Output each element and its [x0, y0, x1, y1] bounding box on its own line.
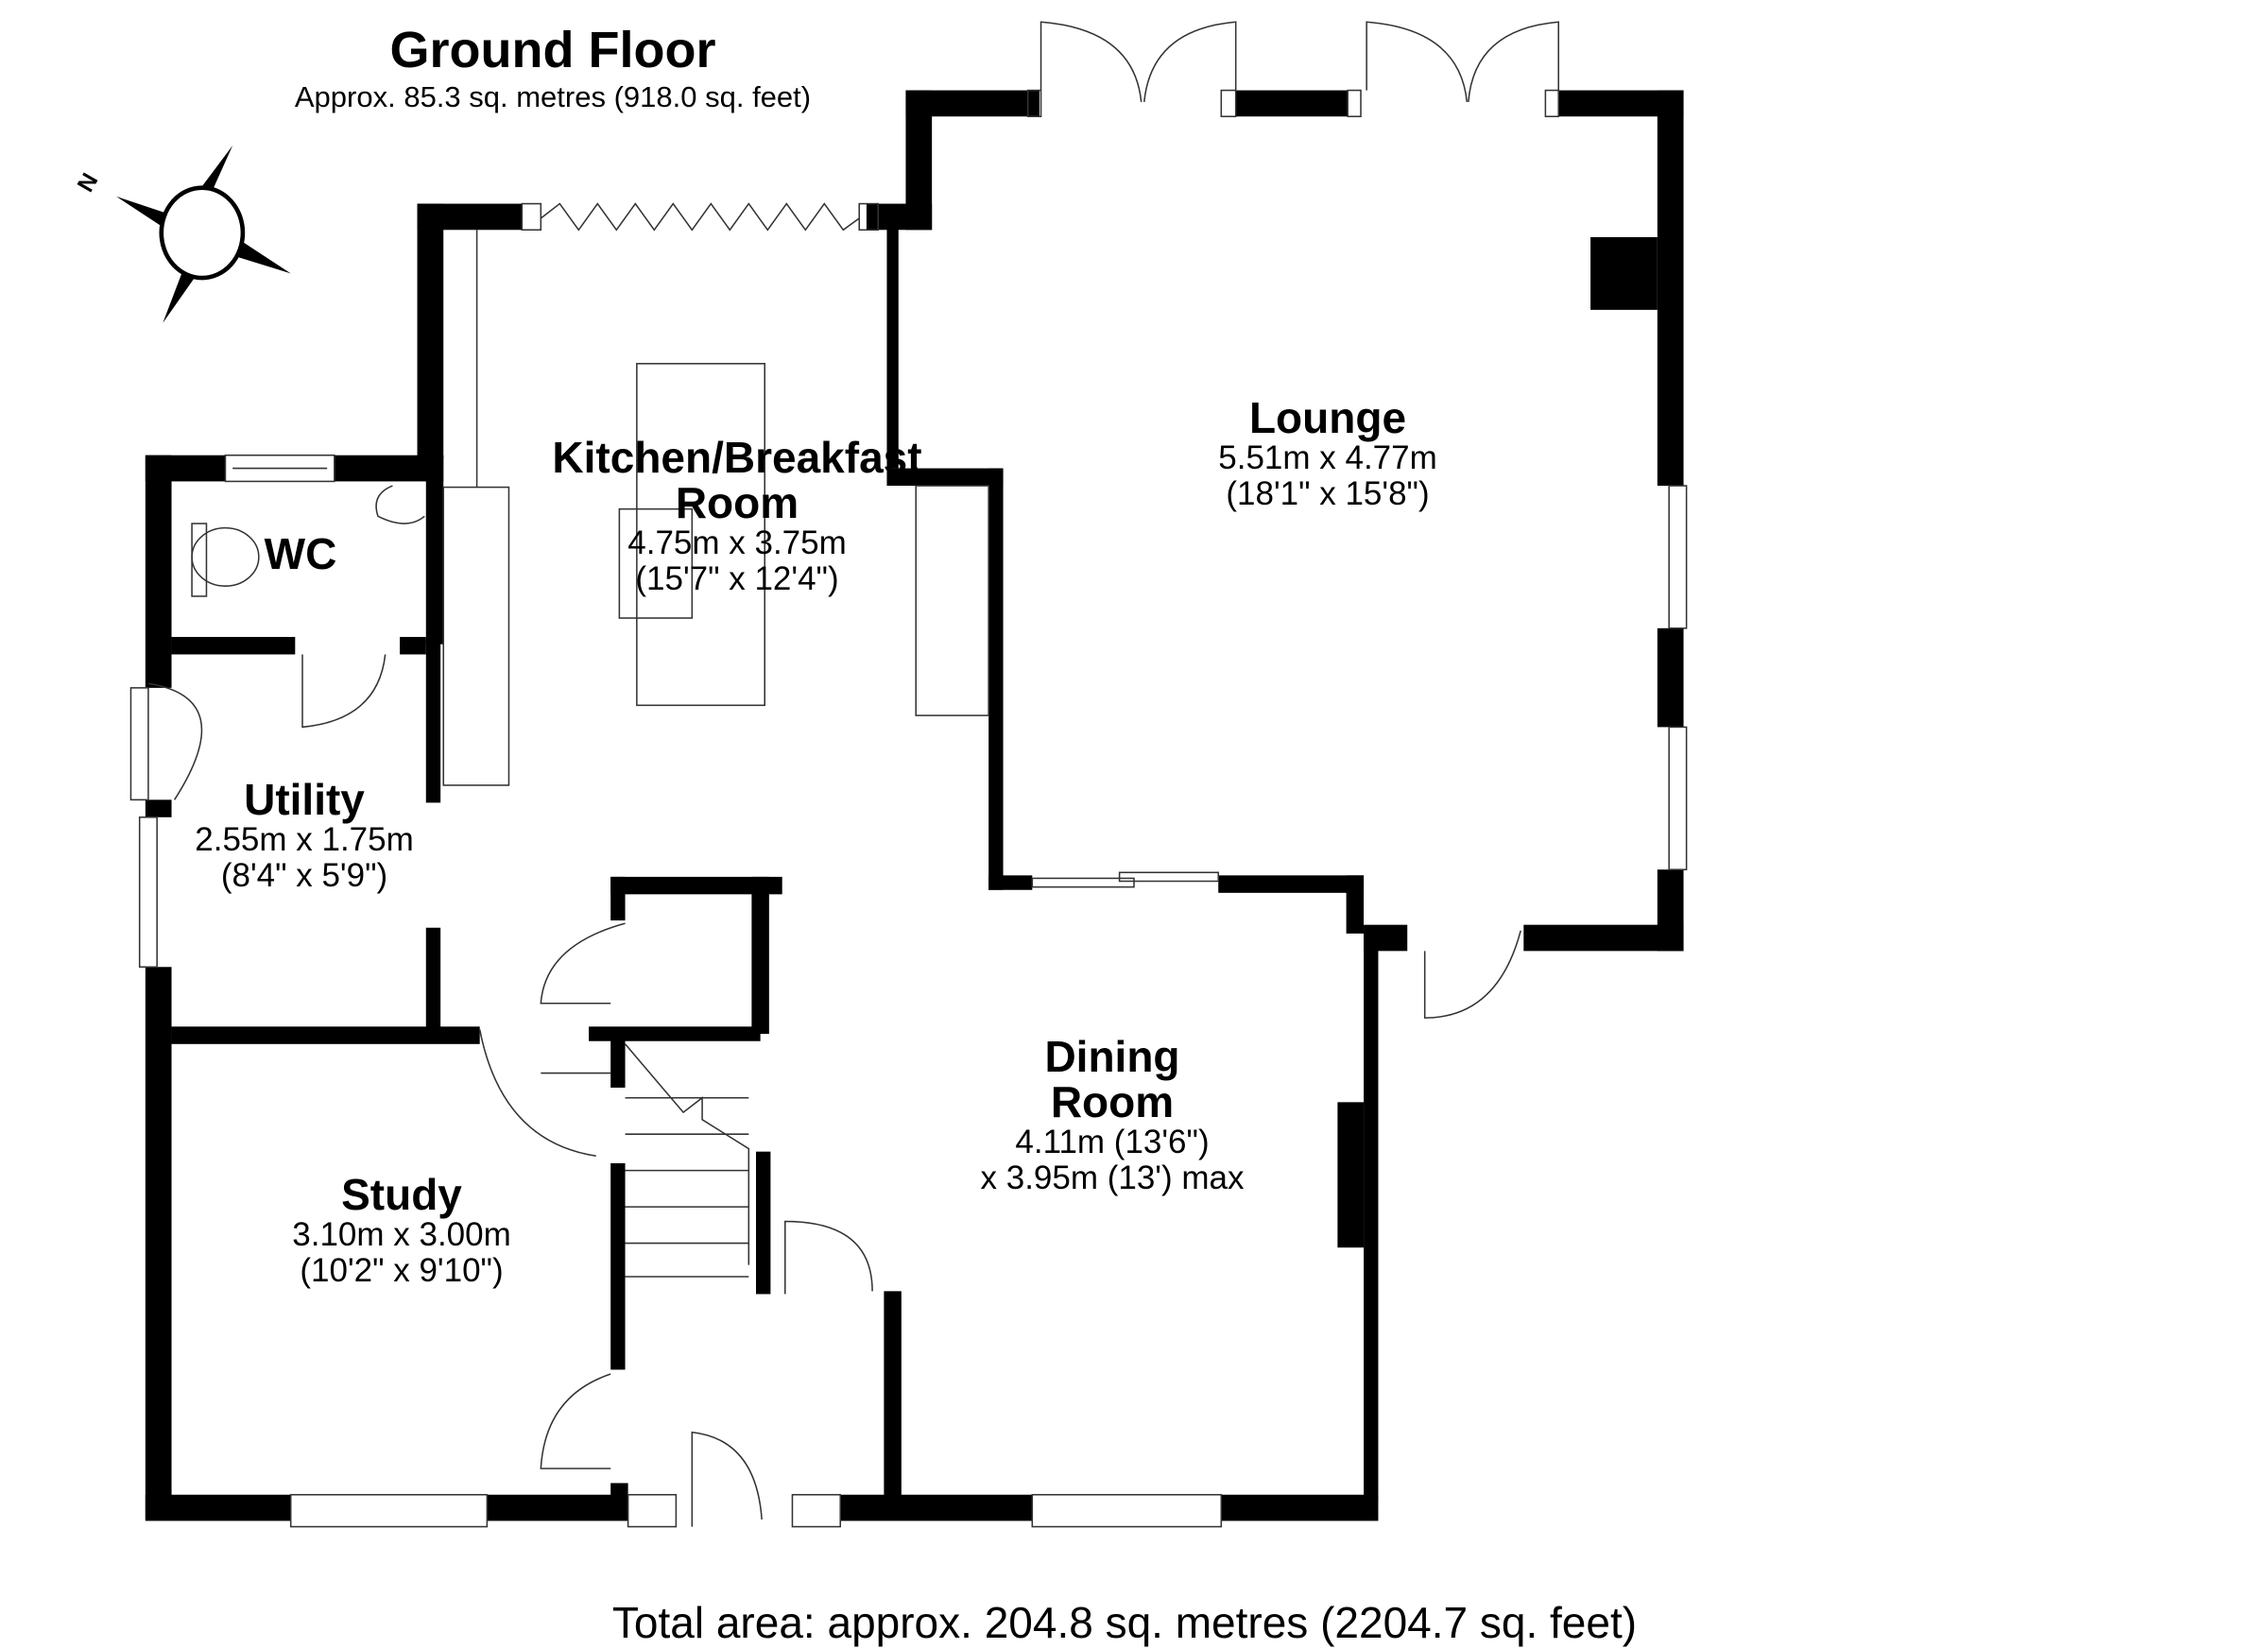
room-name: Dining	[1044, 1032, 1180, 1081]
room-study: Study 3.10m x 3.00m (10'2" x 9'10")	[260, 1172, 543, 1289]
room-dimension: 3.10m x 3.00m	[292, 1216, 511, 1253]
room-name: Lounge	[1248, 393, 1407, 442]
floor-title: Ground Floor	[389, 22, 716, 78]
svg-text:N: N	[73, 169, 103, 197]
room-dimension: 5.51m x 4.77m	[1218, 439, 1437, 476]
compass-icon: N	[73, 146, 291, 323]
room-dining: Dining Room 4.11m (13'6") x 3.95m (13') …	[923, 1034, 1301, 1196]
room-name: Room	[1050, 1077, 1175, 1126]
windows-doors	[129, 21, 1688, 1528]
room-dimension: x 3.95m (13') max	[980, 1159, 1245, 1196]
total-area: Total area: approx. 204.8 sq. metres (22…	[611, 1598, 1638, 1647]
room-dimension: (18'1" x 15'8")	[1226, 475, 1430, 512]
room-name: Study	[341, 1170, 462, 1219]
room-dimension: 2.55m x 1.75m	[195, 821, 414, 858]
floor-area: Approx. 85.3 sq. metres (918.0 sq. feet)	[294, 80, 812, 113]
room-wc: WC	[264, 529, 337, 578]
walls	[145, 90, 1684, 1521]
room-dimension: 4.75m x 3.75m	[627, 524, 847, 561]
room-dimension: (10'2" x 9'10")	[300, 1252, 504, 1289]
room-name: Kitchen/Breakfast	[552, 433, 922, 482]
room-dimension: 4.11m (13'6")	[1015, 1124, 1210, 1160]
room-name: Utility	[244, 775, 365, 824]
room-dimension: (15'7" x 12'4")	[635, 560, 839, 597]
room-name: Room	[675, 478, 799, 527]
room-dimension: (8'4" x 5'9")	[220, 857, 388, 894]
room-kitchen: Kitchen/Breakfast Room 4.75m x 3.75m (15…	[501, 435, 973, 597]
room-lounge: Lounge 5.51m x 4.77m (18'1" x 15'8")	[1139, 395, 1517, 512]
room-utility: Utility 2.55m x 1.75m (8'4" x 5'9")	[163, 777, 446, 894]
